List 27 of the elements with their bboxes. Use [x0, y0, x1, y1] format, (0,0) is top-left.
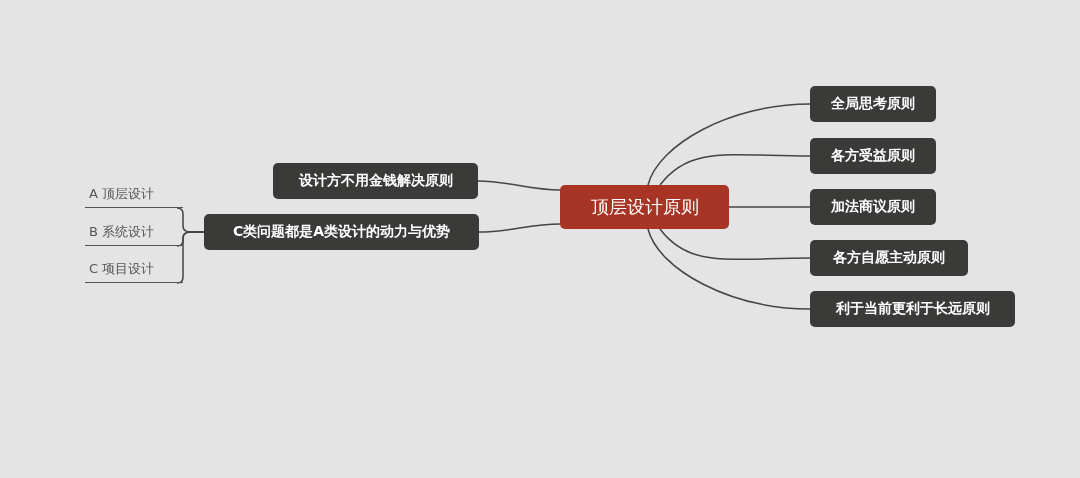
topic-text: 全局思考原则	[831, 95, 915, 113]
topic-box	[204, 214, 479, 250]
topic-box	[810, 86, 936, 122]
subtopic: A 顶层设计	[85, 180, 183, 208]
topic-box	[273, 163, 478, 199]
topic-box	[810, 291, 1015, 327]
central-topic	[560, 185, 729, 229]
topic-box	[810, 189, 936, 225]
connector-line	[728, 206, 811, 208]
connector-line	[478, 223, 561, 233]
topic-box	[810, 240, 968, 276]
topic-text: 各方自愿主动原则	[833, 249, 945, 267]
topic-text: C类问题都是A类设计的动力与优势	[232, 223, 451, 241]
topic-text: 各方受益原则	[831, 147, 915, 165]
subtopic: B 系统设计	[85, 218, 183, 246]
connector-line	[477, 180, 561, 191]
topic-text: 顶层设计原则	[590, 195, 699, 219]
topic-text: 加法商议原则	[831, 198, 915, 216]
connector-line	[176, 231, 205, 284]
topic-box	[810, 138, 936, 174]
connector-line	[647, 228, 811, 310]
topic-text: 利于当前更利于长远原则	[835, 300, 990, 318]
topic-text: 设计方不用金钱解决原则	[298, 172, 453, 190]
connector-line	[659, 153, 811, 186]
connector-line	[647, 103, 811, 186]
connector-line	[659, 228, 811, 261]
subtopic: C 项目设计	[85, 255, 183, 283]
